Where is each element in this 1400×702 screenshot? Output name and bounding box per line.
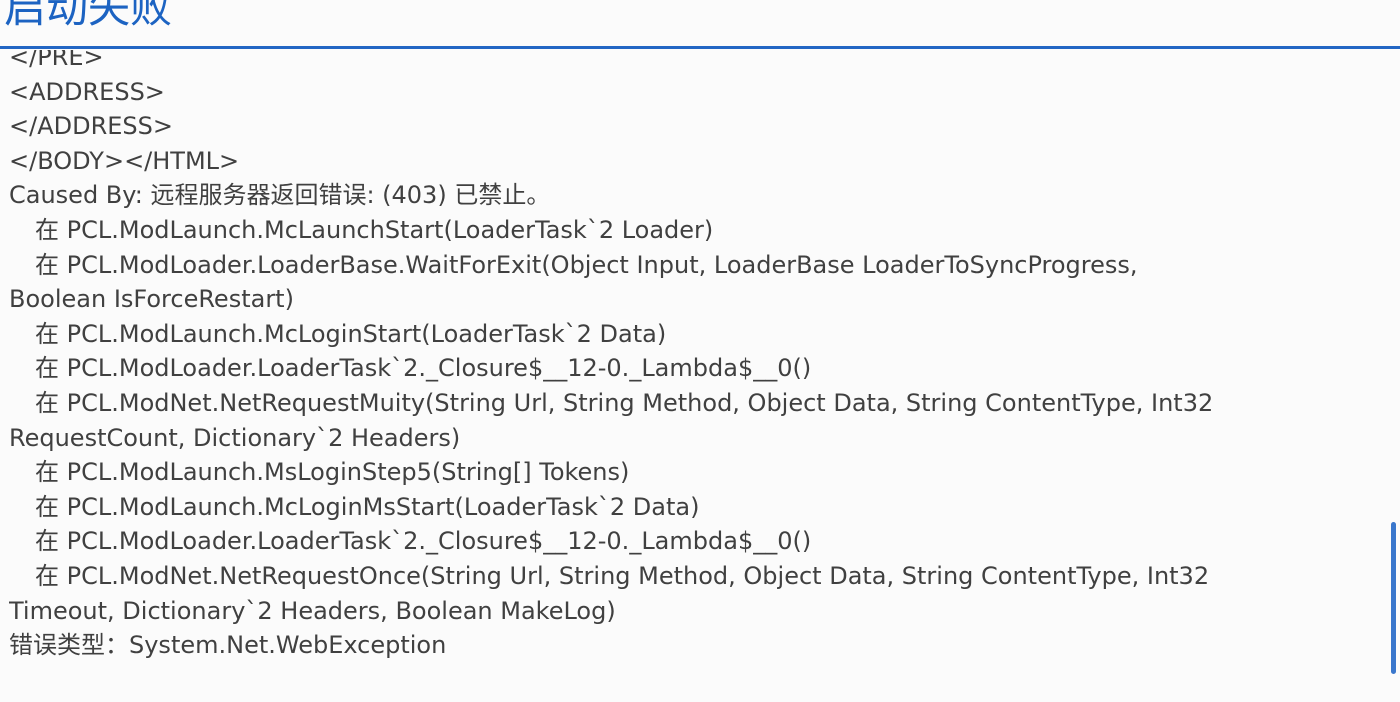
log-line: </PRE> xyxy=(9,50,104,71)
log-line: 在 PCL.ModLaunch.McLoginStart(LoaderTask`… xyxy=(35,319,667,348)
log-line: Boolean IsForceRestart) xyxy=(9,285,294,314)
log-line: <ADDRESS> xyxy=(9,77,165,106)
log-line: 在 PCL.ModNet.NetRequestOnce(String Url, … xyxy=(35,561,1210,590)
log-line: 在 PCL.ModLoader.LoaderTask`2._Closure$__… xyxy=(35,354,812,383)
log-line: </ADDRESS> xyxy=(9,112,173,141)
log-line: RequestCount, Dictionary`2 Headers) xyxy=(9,423,461,452)
error-log-area[interactable]: </PRE> <ADDRESS> </ADDRESS> </BODY></HTML> C… xyxy=(0,50,1386,702)
log-line: 在 PCL.ModLaunch.McLaunchStart(LoaderTask… xyxy=(35,215,714,244)
log-line: 在 PCL.ModLoader.LoaderBase.WaitForExit(O… xyxy=(35,250,1138,279)
error-log-text: </PRE> <ADDRESS> </ADDRESS> </BODY></HTML> C… xyxy=(9,50,1379,663)
log-line: 在 PCL.ModLaunch.MsLoginStep5(String[] To… xyxy=(35,458,630,487)
vertical-scrollbar[interactable] xyxy=(1386,50,1400,702)
log-line: </BODY></HTML> xyxy=(9,146,240,175)
title-divider xyxy=(0,46,1400,49)
log-line: 错误类型：System.Net.WebException xyxy=(9,631,447,660)
dialog-title: 启动失败 xyxy=(4,0,173,32)
log-line: 在 PCL.ModNet.NetRequestMuity(String Url,… xyxy=(35,388,1214,417)
log-line: Timeout, Dictionary`2 Headers, Boolean M… xyxy=(9,596,616,625)
log-line: 在 PCL.ModLaunch.McLoginMsStart(LoaderTas… xyxy=(35,492,700,521)
log-line: Caused By: 远程服务器返回错误: (403) 已禁止。 xyxy=(9,181,551,210)
log-line: 在 PCL.ModLoader.LoaderTask`2._Closure$__… xyxy=(35,527,812,556)
scrollbar-thumb[interactable] xyxy=(1391,522,1396,674)
